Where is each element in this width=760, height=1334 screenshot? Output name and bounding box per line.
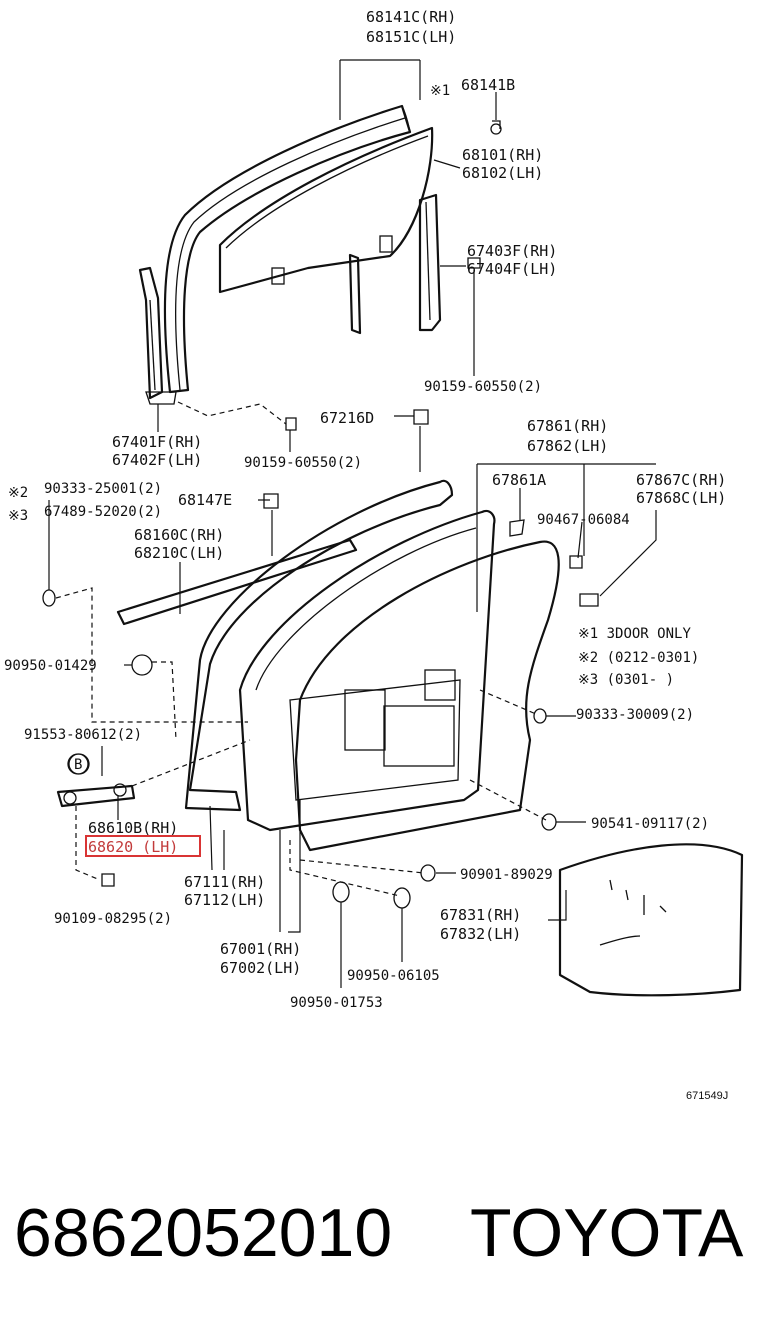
labels: 68141C(RH) 68151C(LH) ※1 68141B 68101(RH… [4,8,728,1102]
label-glass-rh: 68101(RH) [462,146,543,164]
callout-b-circle [68,753,90,775]
label-outer-panel-rh: 67111(RH) [184,873,265,891]
leader-lines [48,59,657,988]
label-front-channel-lh: 67402F(LH) [112,451,202,469]
label-rear-channel-lh: 67404F(LH) [467,260,557,278]
label-plug-90950-06105: 90950-06105 [347,968,440,984]
label-door-lh: 67002(LH) [220,959,301,977]
label-clip-67216d: 67216D [320,409,374,427]
label-clip-90467: 90467-06084 [537,512,630,528]
label-check-rh: 68610B(RH) [88,819,178,837]
label-note3-part: 67489-52020(2) [44,504,162,520]
label-note2-part: 90333-25001(2) [44,481,162,497]
label-legend-1: ※1 3DOOR ONLY [578,626,691,642]
label-trim-rh: 67831(RH) [440,906,521,924]
label-clip-68147e: 68147E [178,491,232,509]
label-belt-moulding-lh: 68210C(LH) [134,544,224,562]
door-glass-drawing [218,126,434,294]
label-bolt-front: 90159-60550(2) [244,455,362,471]
door-panel-drawing [238,509,496,832]
footer-part-number: 6862052010 [14,1195,392,1271]
label-clip-68141b: 68141B [461,76,515,94]
front-channel-drawing [138,266,177,405]
center-channel-drawing [348,253,362,335]
label-bolt-rear: 90159-60550(2) [424,379,542,395]
label-window-frame-lh: 68151C(LH) [366,28,456,46]
label-rear-channel-rh: 67403F(RH) [467,242,557,260]
label-weather-strip-inner-lh: 67868C(LH) [636,489,726,507]
rear-channel-drawing [418,120,502,332]
label-note2-mark: ※2 [8,485,28,501]
label-clip-90901: 90901-89029 [460,867,553,883]
label-glass-lh: 68102(LH) [462,164,543,182]
belt-moulding-drawing [116,538,358,626]
label-nut-90541: 90541-09117(2) [591,816,709,832]
label-note1-mark: ※1 [430,83,450,99]
label-weatherstrip-rh: 67861(RH) [527,417,608,435]
label-trim-lh: 67832(LH) [440,925,521,943]
label-callout-b: B [74,757,82,773]
footer-brand: TOYOTA [470,1195,744,1271]
window-frame-drawing [163,104,412,394]
label-outer-panel-lh: 67112(LH) [184,891,265,909]
label-note3-mark: ※3 [8,508,28,524]
label-legend-3: ※3 (0301- ) [578,672,674,688]
label-figure-code: 671549J [686,1090,728,1102]
label-weather-strip-inner-rh: 67867C(RH) [636,471,726,489]
label-plug-90950-01429: 90950-01429 [4,658,97,674]
label-bolt-90109: 90109-08295(2) [54,911,172,927]
label-plug-90333-30009: 90333-30009(2) [576,707,694,723]
label-legend-2: ※2 (0212-0301) [578,650,699,666]
label-clip-67861a: 67861A [492,471,546,489]
highlight-box [85,835,201,857]
label-check-lh: 68620 (LH) [88,838,178,856]
label-front-channel-rh: 67401F(RH) [112,433,202,451]
label-door-rh: 67001(RH) [220,940,301,958]
label-bolt-91553: 91553-80612(2) [24,727,142,743]
weatherstrip-outer-drawing [184,479,454,812]
label-belt-moulding-rh: 68160C(RH) [134,526,224,544]
label-weatherstrip-lh: 67862(LH) [527,437,608,455]
label-window-frame-rh: 68141C(RH) [366,8,456,26]
door-trim-drawing [558,843,744,997]
label-plug-90950-01753: 90950-01753 [290,995,383,1011]
weatherstrip-inner-drawing [294,540,560,852]
